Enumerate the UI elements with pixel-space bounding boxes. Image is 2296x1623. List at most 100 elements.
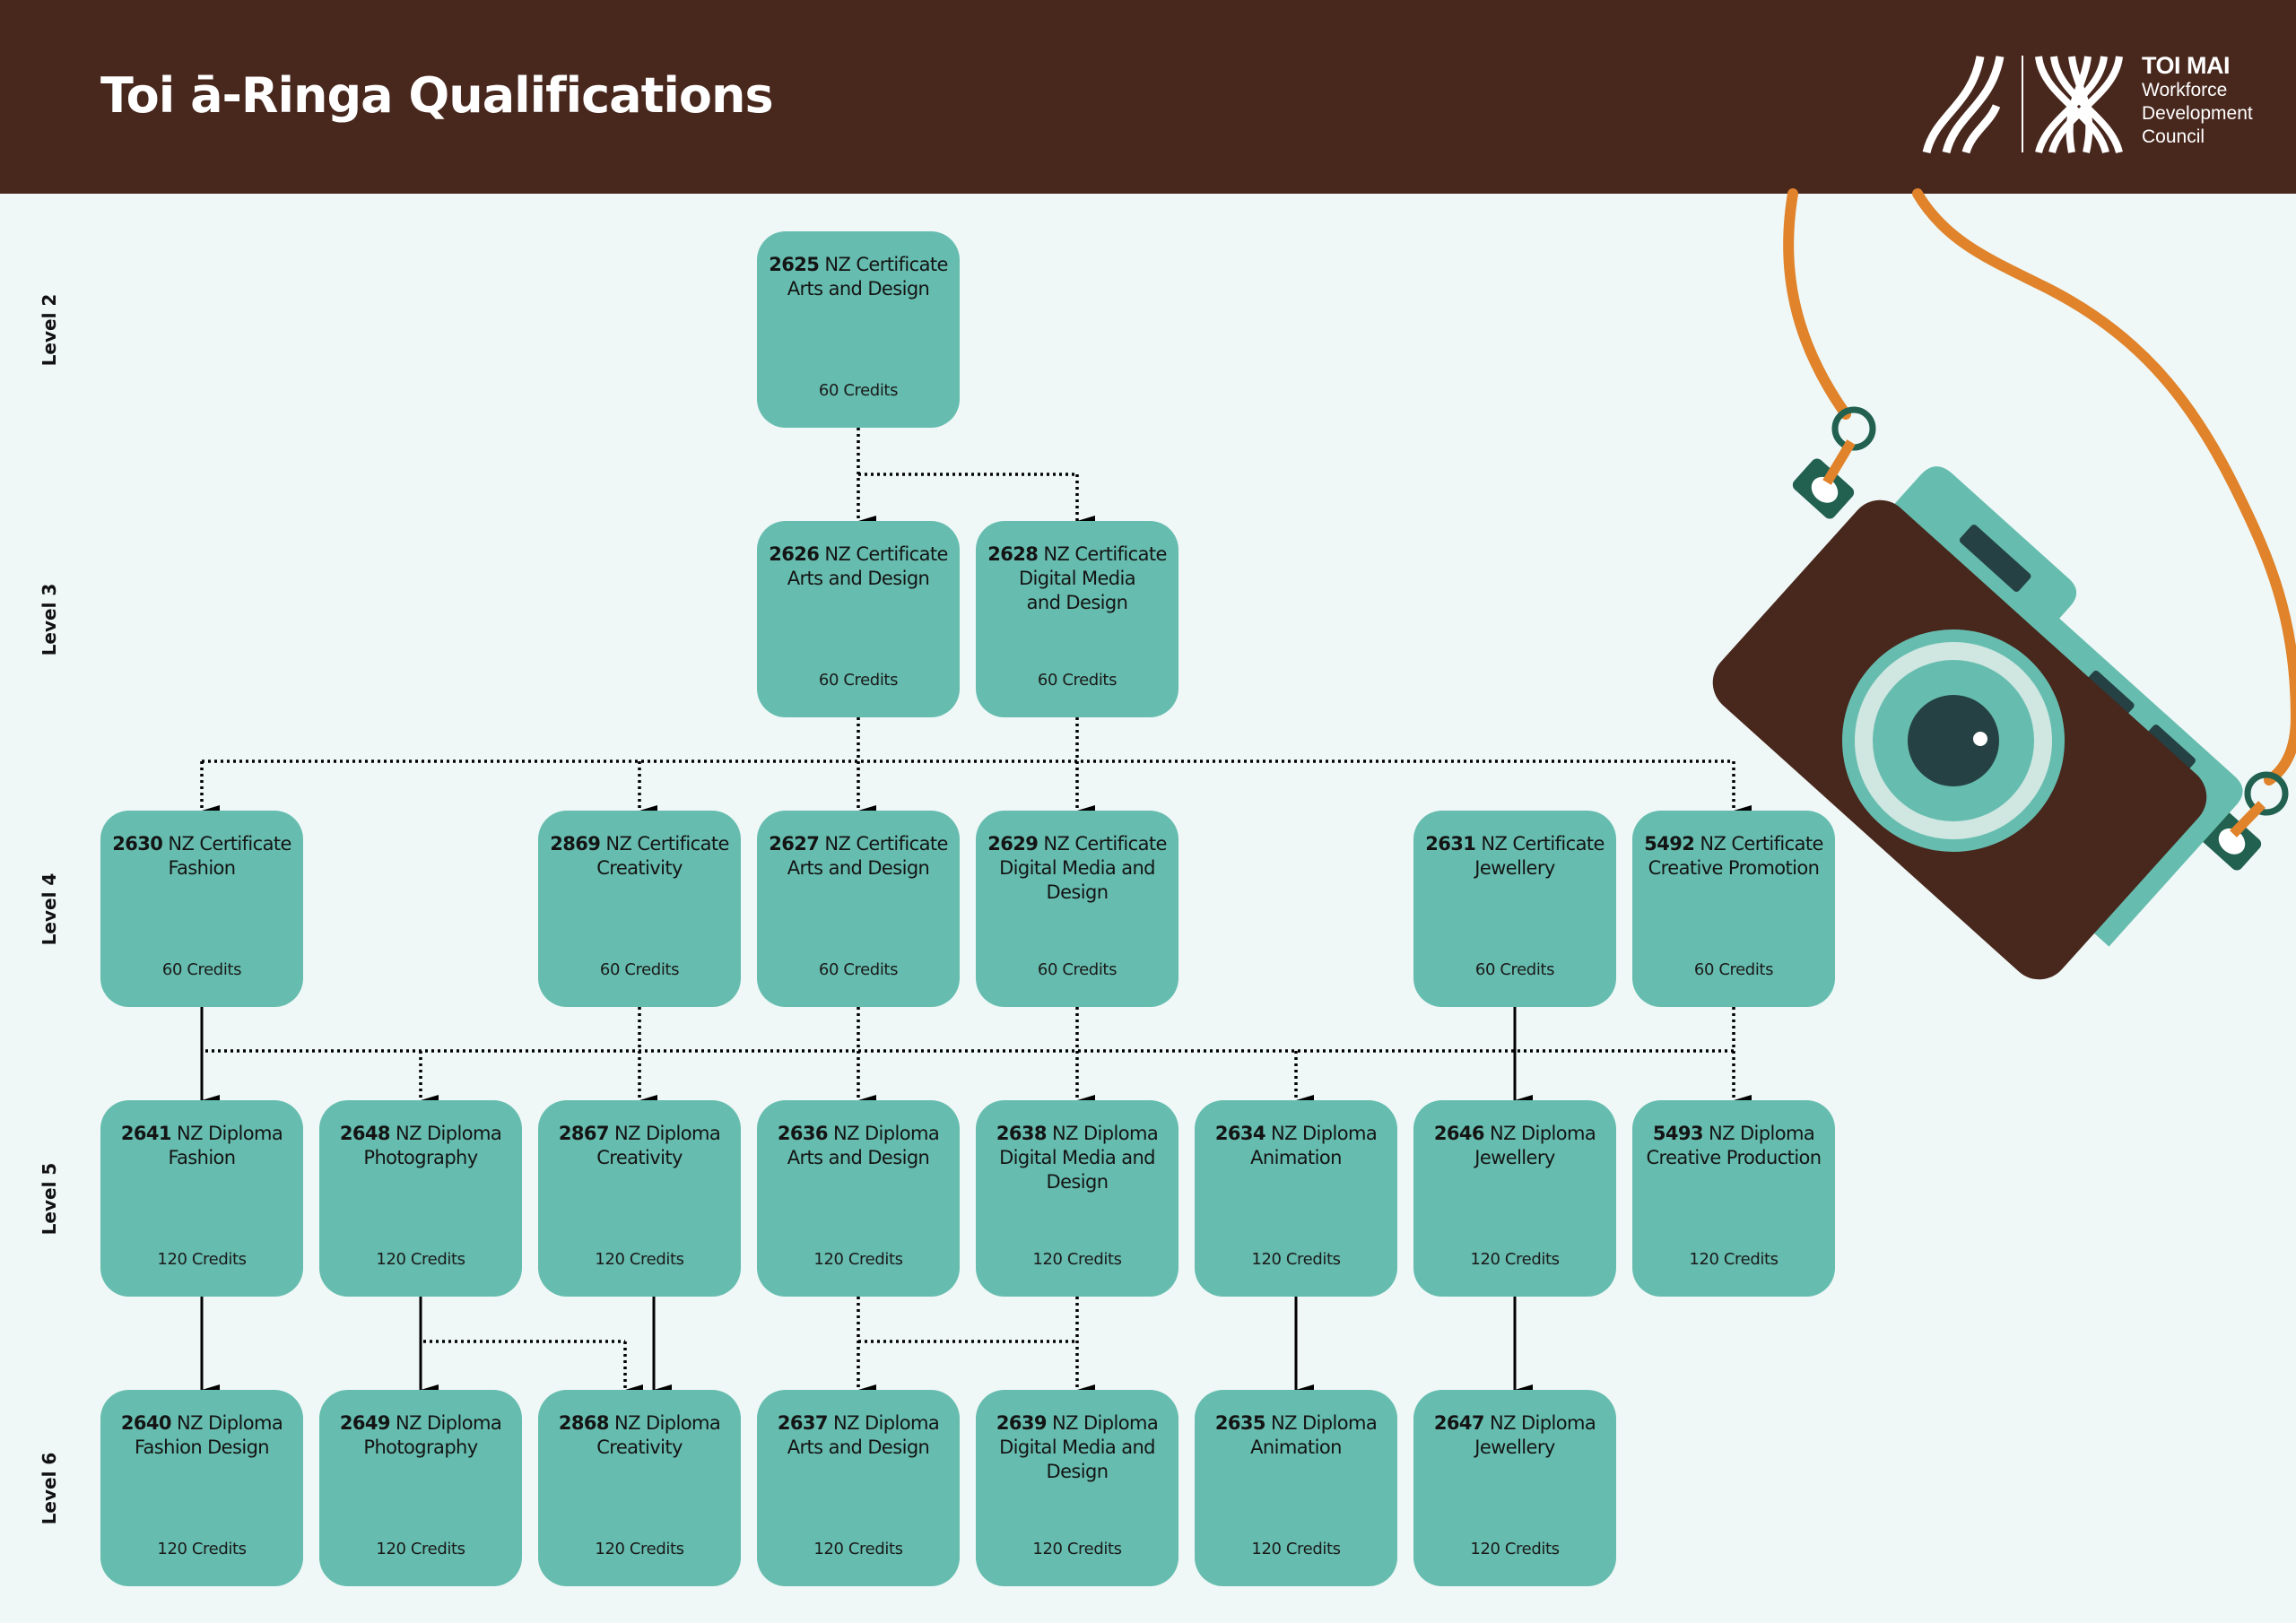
qualification-name-line: Jewellery [1474, 1436, 1555, 1458]
qualification-code: 2635 [1214, 1412, 1266, 1434]
qualification-code: 2641 [120, 1123, 172, 1144]
logo-wave-line [1922, 56, 1985, 154]
qualification-name-line: Creativity [596, 1436, 683, 1458]
qualification-credits: 60 Credits [599, 960, 680, 979]
lens-pupil [1908, 695, 1999, 786]
qualification-code: 2625 [769, 254, 820, 275]
level-label-text: Level 2 [39, 293, 60, 366]
qualification-type: NZ Certificate [824, 543, 948, 565]
qualification-credits: 120 Credits [1251, 1250, 1341, 1269]
qualification-type: NZ Diploma [833, 1123, 940, 1144]
qualification-credits: 120 Credits [595, 1540, 684, 1558]
qualification-credits: 120 Credits [1470, 1540, 1560, 1558]
camera-lug-top [1792, 406, 1876, 519]
qualification-code: 2634 [1214, 1123, 1266, 1144]
level-label-text: Level 3 [39, 583, 60, 655]
qualification-title-line: 2626 NZ Certificate [762, 542, 954, 567]
qualification-type: NZ Diploma [1709, 1123, 1815, 1144]
logo-weave-line [2068, 56, 2093, 153]
qualification-type: NZ Diploma [614, 1412, 721, 1434]
qualification-credits: 60 Credits [161, 960, 242, 979]
qualification-name-line: and Design [1026, 592, 1128, 613]
qualification-credits: 120 Credits [1251, 1540, 1341, 1558]
lug-ring [1831, 406, 1876, 451]
qualification-credits: 120 Credits [813, 1540, 903, 1558]
qualification-type: NZ Diploma [396, 1123, 502, 1144]
qualification-code: 2869 [550, 833, 601, 855]
qualification-title-line: 2627 NZ Certificate [762, 832, 954, 856]
qualification-credits: 120 Credits [813, 1250, 903, 1269]
qualification-code: 2626 [769, 543, 820, 565]
qualification-credits: 120 Credits [1689, 1250, 1779, 1269]
qualification-type: NZ Diploma [833, 1412, 940, 1434]
qualification-title-line: 2647 NZ Diploma [1419, 1411, 1611, 1436]
logo-subtitle-line: Development [2142, 103, 2253, 124]
qualification-name-line: Arts and Design [787, 568, 930, 589]
qualification-name-line: Fashion Design [134, 1436, 270, 1458]
qualification-title-line: 5493 NZ Diploma [1638, 1122, 1830, 1146]
qualification-name-line: Design [1046, 1171, 1109, 1193]
qualification-code: 2628 [987, 543, 1039, 565]
qualification-code: 2630 [112, 833, 163, 855]
qualification-name-line: Arts and Design [787, 278, 930, 299]
lug-strap-link [1822, 439, 1856, 485]
logo-subtitle-line: Council [2142, 126, 2205, 147]
qualification-credits: 120 Credits [376, 1540, 465, 1558]
qualification-title-line: 2630 NZ Certificate [106, 832, 298, 856]
qualification-name-line: Creativity [596, 857, 683, 879]
qualification-type: NZ Diploma [1490, 1412, 1596, 1434]
qualification-type: NZ Diploma [614, 1123, 721, 1144]
qualification-title-line: 2868 NZ Diploma [544, 1411, 735, 1436]
qualification-credits: 60 Credits [1037, 960, 1118, 979]
qualification-name-line: Design [1046, 1461, 1109, 1482]
qualification-code: 2637 [777, 1412, 829, 1434]
qualification-type: NZ Certificate [168, 833, 291, 855]
qualification-title-line: 2634 NZ Diploma [1200, 1122, 1392, 1146]
qualification-title-line: 2629 NZ Certificate [981, 832, 1173, 856]
level-label-text: Level 5 [39, 1162, 60, 1235]
qualification-type: NZ Certificate [824, 254, 948, 275]
qualification-title-line: 2646 NZ Diploma [1419, 1122, 1611, 1146]
qualification-credits: 60 Credits [1693, 960, 1774, 979]
qualification-name-line: Jewellery [1474, 1147, 1555, 1168]
lug-strap-link [2230, 801, 2266, 838]
qualification-name-line: Creative Production [1646, 1147, 1822, 1168]
qualification-title-line: 2638 NZ Diploma [981, 1122, 1173, 1146]
